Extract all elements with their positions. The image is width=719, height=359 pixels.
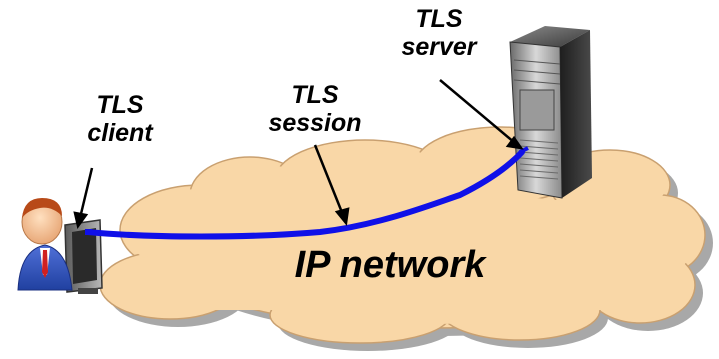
tls-session-label-line1: TLS <box>291 81 339 109</box>
ip-network-label: IP network <box>270 244 510 287</box>
tls-server-label-line1: TLS <box>415 5 463 33</box>
server-tower-icon <box>509 26 592 199</box>
tls-client-label: TLS client <box>60 91 180 147</box>
user-person-icon <box>17 198 73 291</box>
tls-session-label: TLS session <box>250 81 380 137</box>
tls-session-line <box>85 149 525 240</box>
tls-server-label: TLS server <box>384 5 494 61</box>
tls-session-label-line2: session <box>268 108 362 137</box>
tls-server-label-line2: server <box>401 32 477 61</box>
ip-network-label-text: IP network <box>294 244 486 286</box>
arrows <box>73 79 524 229</box>
tls-client-label-line1: TLS <box>96 91 144 119</box>
tls-client-label-line2: client <box>87 118 153 147</box>
tls-session-line-end <box>519 146 529 154</box>
